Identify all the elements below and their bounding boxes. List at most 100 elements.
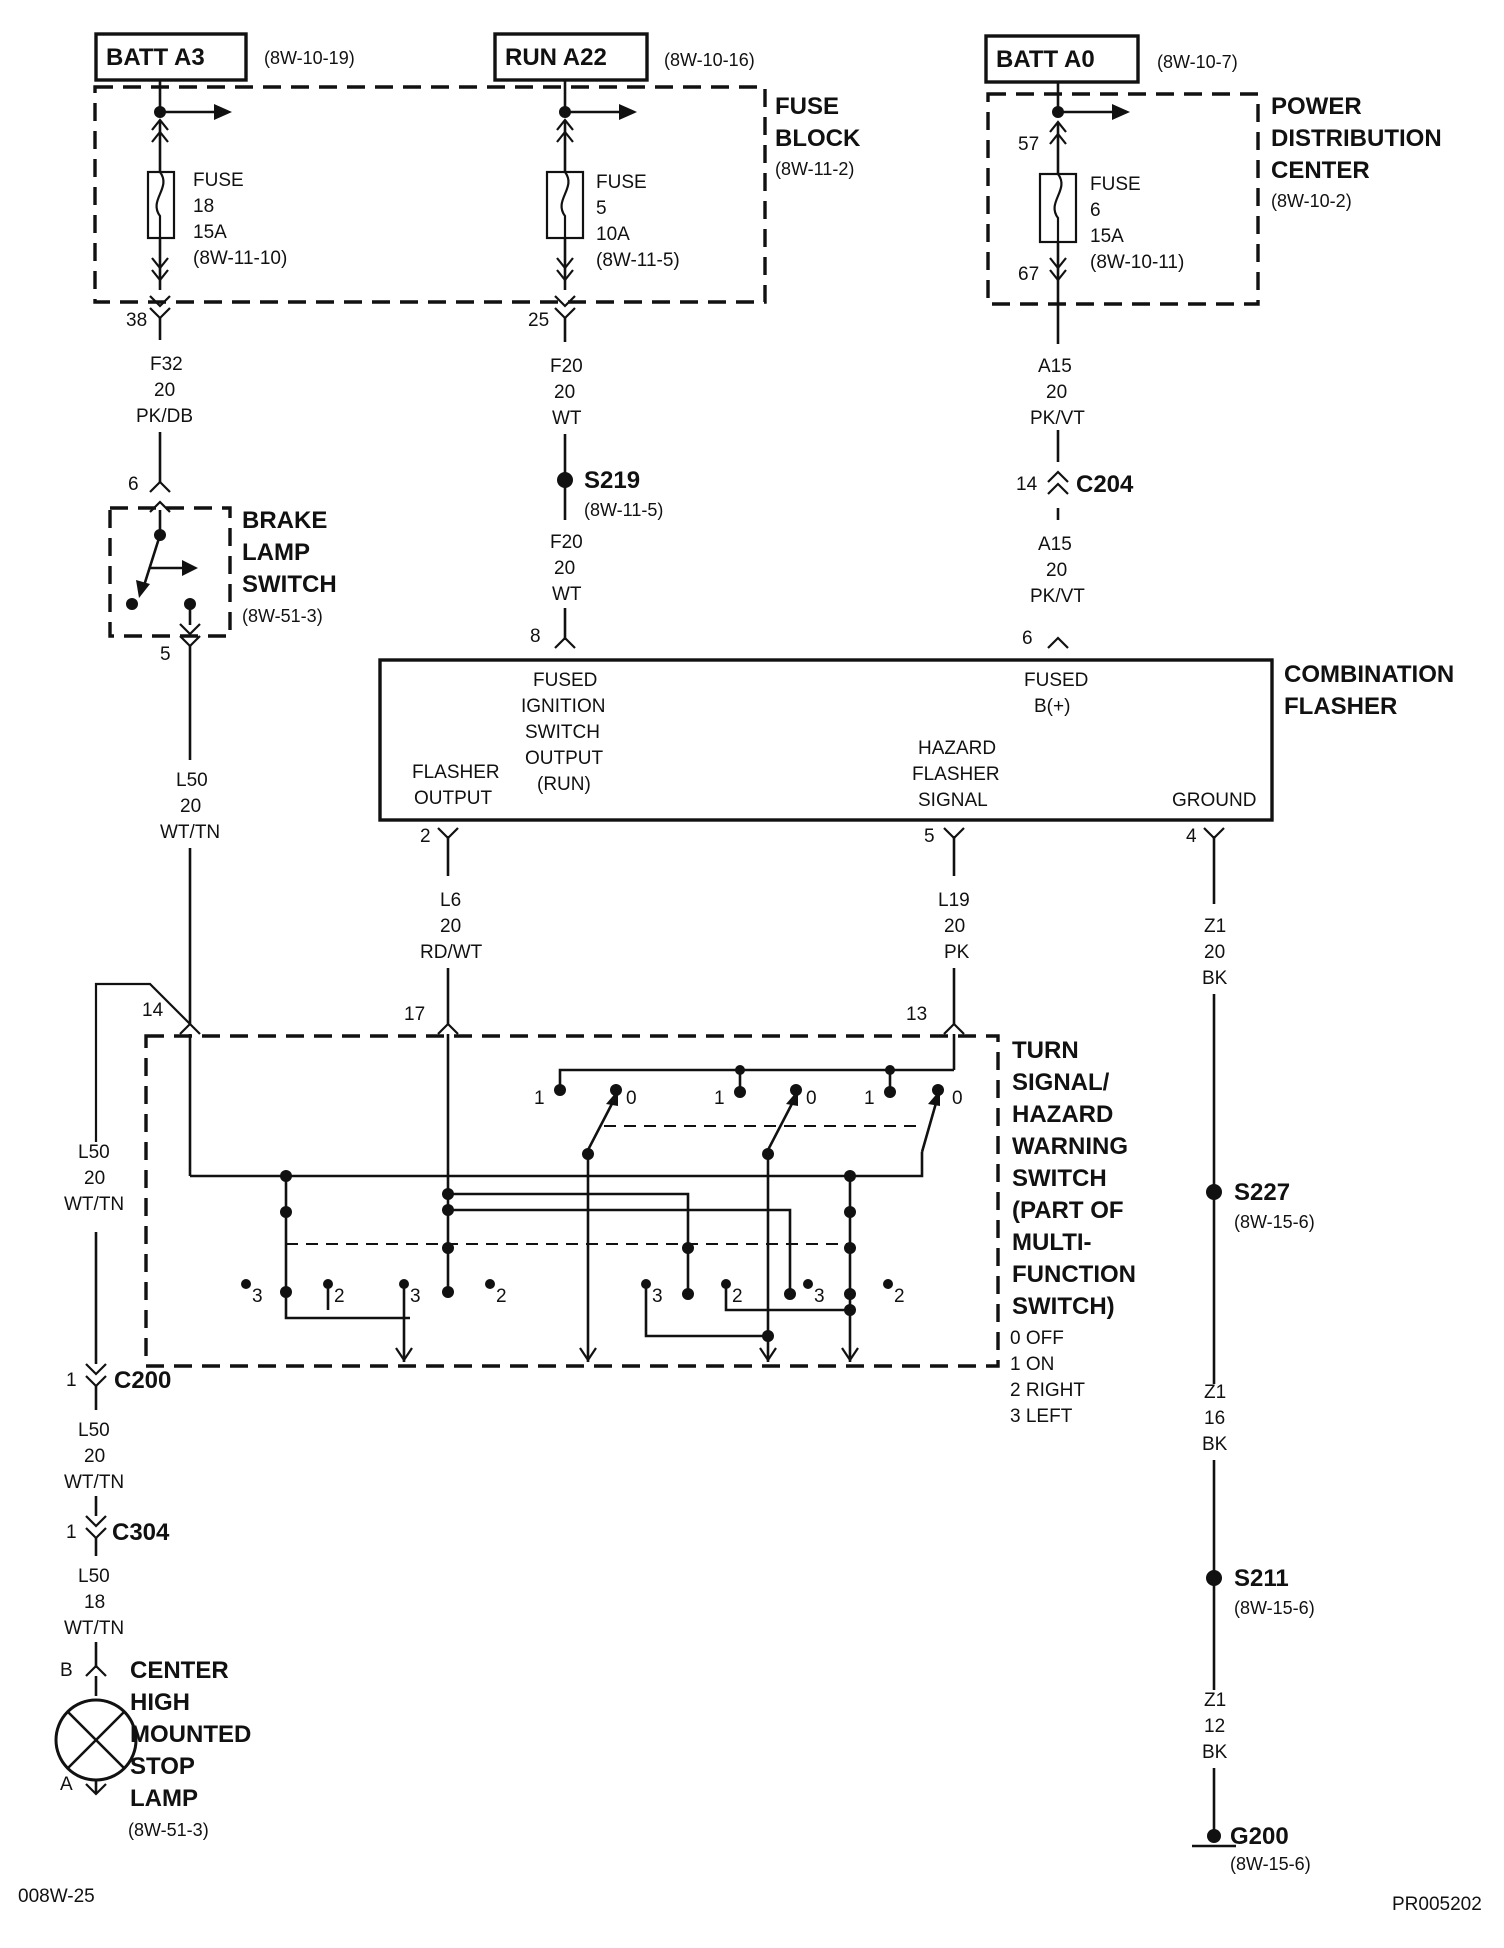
svg-text:3: 3 [410, 1286, 421, 1307]
svg-text:(PART OF: (PART OF [1012, 1197, 1124, 1224]
wire-f20: 25 F20 20 WT S219 (8W-11-5) F20 20 WT 8 [528, 310, 663, 649]
svg-text:FLASHER: FLASHER [1284, 693, 1397, 720]
svg-text:SIGNAL: SIGNAL [918, 790, 988, 811]
svg-text:4: 4 [1186, 826, 1197, 847]
svg-text:12: 12 [1204, 1716, 1225, 1737]
svg-text:MULTI-: MULTI- [1012, 1229, 1092, 1256]
svg-text:1: 1 [714, 1088, 725, 1109]
svg-text:6: 6 [1022, 628, 1033, 649]
svg-text:PK/VT: PK/VT [1030, 408, 1085, 429]
svg-text:2: 2 [732, 1286, 743, 1307]
svg-text:15A: 15A [1090, 226, 1124, 247]
svg-text:2: 2 [894, 1286, 905, 1307]
wire-l50-lower: L50 20 WT/TN 1 C200 L50 20 WT/TN 1 C304 … [60, 1142, 171, 1681]
svg-text:SWITCH: SWITCH [242, 571, 337, 598]
svg-text:HIGH: HIGH [130, 1689, 190, 1716]
svg-text:SWITCH): SWITCH) [1012, 1293, 1115, 1320]
svg-text:(8W-11-5): (8W-11-5) [584, 500, 663, 520]
svg-text:OUTPUT: OUTPUT [414, 788, 493, 809]
wire-f32: 38 F32 20 PK/DB 6 [126, 310, 193, 495]
svg-text:CENTER: CENTER [1271, 157, 1370, 184]
svg-text:Z1: Z1 [1204, 916, 1226, 937]
svg-text:DISTRIBUTION: DISTRIBUTION [1271, 125, 1442, 152]
svg-text:2: 2 [496, 1286, 507, 1307]
svg-text:L19: L19 [938, 890, 970, 911]
svg-text:BRAKE: BRAKE [242, 507, 327, 534]
svg-text:20: 20 [1046, 382, 1067, 403]
svg-text:20: 20 [554, 558, 575, 579]
wire-l50-upper: L50 20 WT/TN 14 [94, 646, 220, 1148]
svg-text:WT/TN: WT/TN [64, 1472, 124, 1493]
svg-text:16: 16 [1204, 1408, 1225, 1429]
svg-text:20: 20 [180, 796, 201, 817]
svg-text:WT: WT [552, 584, 582, 605]
svg-text:17: 17 [404, 1004, 425, 1025]
svg-text:(RUN): (RUN) [537, 774, 591, 795]
svg-text:OUTPUT: OUTPUT [525, 748, 604, 769]
svg-text:FUSED: FUSED [1024, 670, 1088, 691]
svg-text:(8W-11-5): (8W-11-5) [596, 250, 680, 271]
svg-text:WARNING: WARNING [1012, 1133, 1128, 1160]
svg-text:PK/VT: PK/VT [1030, 586, 1085, 607]
svg-text:5: 5 [160, 644, 171, 665]
svg-text:0: 0 [806, 1088, 817, 1109]
svg-text:WT: WT [552, 408, 582, 429]
svg-text:L6: L6 [440, 890, 461, 911]
svg-text:67: 67 [1018, 264, 1039, 285]
svg-text:18: 18 [84, 1592, 105, 1613]
svg-text:G200: G200 [1230, 1823, 1289, 1850]
svg-text:(8W-51-3): (8W-51-3) [128, 1820, 209, 1840]
svg-text:18: 18 [193, 196, 214, 217]
svg-text:1: 1 [66, 1370, 77, 1391]
svg-text:SWITCH: SWITCH [525, 722, 600, 743]
svg-text:WT/TN: WT/TN [160, 822, 220, 843]
svg-text:B: B [60, 1660, 73, 1681]
brake-lamp-switch: BRAKE LAMP SWITCH (8W-51-3) 5 [108, 500, 337, 665]
svg-text:IGNITION: IGNITION [521, 696, 605, 717]
svg-text:FUSE: FUSE [775, 93, 839, 120]
wire-a15: A15 20 PK/VT 14 C204 A15 20 PK/VT 6 [1016, 344, 1134, 649]
svg-text:20: 20 [84, 1446, 105, 1467]
ground-g200-symbol [1207, 1829, 1221, 1843]
svg-text:8: 8 [530, 626, 541, 647]
svg-text:3 LEFT: 3 LEFT [1010, 1406, 1073, 1427]
svg-text:3: 3 [652, 1286, 663, 1307]
source-batt-a0: BATT A0 (8W-10-7) [984, 34, 1238, 84]
svg-text:(8W-11-10): (8W-11-10) [193, 248, 287, 269]
svg-text:20: 20 [154, 380, 175, 401]
svg-text:2 RIGHT: 2 RIGHT [1010, 1380, 1085, 1401]
svg-text:10A: 10A [596, 224, 630, 245]
svg-text:A15: A15 [1038, 356, 1072, 377]
svg-text:(8W-15-6): (8W-15-6) [1234, 1212, 1315, 1232]
svg-text:BLOCK: BLOCK [775, 125, 861, 152]
svg-text:20: 20 [1046, 560, 1067, 581]
source-batt-a3: BATT A3 (8W-10-19) [94, 32, 355, 82]
wire-z1: 4 Z1 20 BK S227 (8W-15-6) Z1 16 BK S211 … [1186, 826, 1315, 1874]
svg-text:20: 20 [944, 916, 965, 937]
svg-text:LAMP: LAMP [242, 539, 310, 566]
svg-text:PK/DB: PK/DB [136, 406, 193, 427]
svg-text:RUN A22: RUN A22 [505, 44, 607, 71]
svg-text:20: 20 [554, 382, 575, 403]
svg-text:20: 20 [1204, 942, 1225, 963]
svg-text:HAZARD: HAZARD [1012, 1101, 1113, 1128]
svg-text:BK: BK [1202, 1434, 1228, 1455]
splice-s211-dot [1206, 1570, 1222, 1586]
svg-text:25: 25 [528, 310, 549, 331]
svg-text:L50: L50 [176, 770, 208, 791]
svg-text:BATT A0: BATT A0 [996, 46, 1095, 73]
svg-text:FUSED: FUSED [533, 670, 597, 691]
svg-text:57: 57 [1018, 134, 1039, 155]
svg-text:L50: L50 [78, 1420, 110, 1441]
svg-text:1: 1 [66, 1522, 77, 1543]
splice-s219-dot [557, 472, 573, 488]
svg-text:A: A [60, 1774, 73, 1795]
svg-text:14: 14 [1016, 474, 1038, 495]
svg-text:RD/WT: RD/WT [420, 942, 483, 963]
svg-text:F20: F20 [550, 532, 583, 553]
svg-text:3: 3 [252, 1286, 263, 1307]
svg-text:F20: F20 [550, 356, 583, 377]
splice-s227-dot [1206, 1184, 1222, 1200]
svg-text:TURN: TURN [1012, 1037, 1079, 1064]
